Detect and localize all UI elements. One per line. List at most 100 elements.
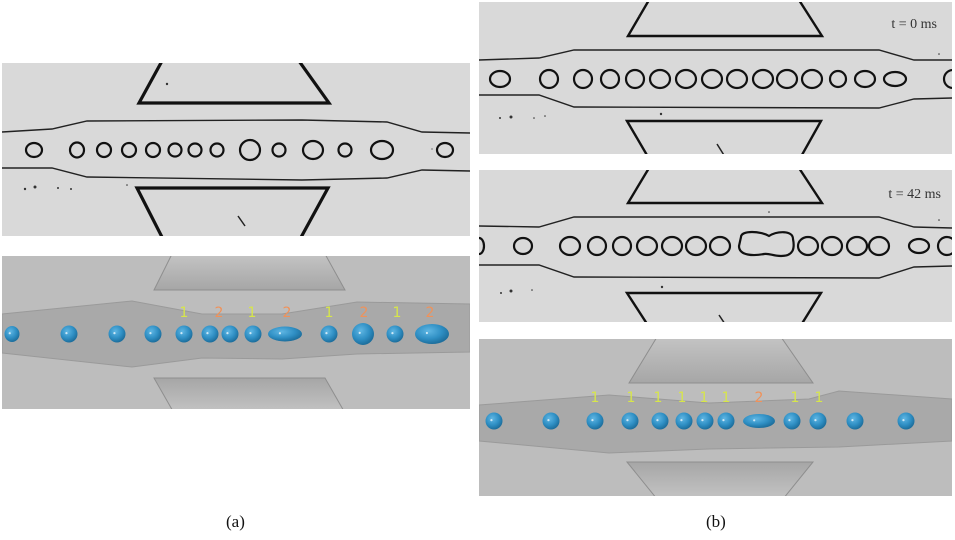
droplet bbox=[586, 235, 608, 257]
droplet-body bbox=[352, 323, 374, 345]
droplet-body bbox=[675, 412, 693, 430]
droplet-highlight bbox=[391, 332, 394, 335]
debris-speck bbox=[165, 82, 169, 86]
debris-speck bbox=[431, 148, 433, 150]
droplet bbox=[635, 235, 659, 257]
droplet bbox=[320, 325, 338, 343]
droplet bbox=[244, 325, 262, 343]
droplet bbox=[4, 326, 20, 342]
droplet bbox=[882, 70, 908, 88]
electrode-bottom bbox=[624, 291, 824, 322]
panel-a-experiment-image bbox=[2, 63, 470, 236]
droplet-group-label: 1 bbox=[654, 390, 663, 406]
droplet bbox=[415, 324, 449, 344]
droplet bbox=[209, 142, 225, 158]
droplet bbox=[538, 68, 560, 90]
debris-speck bbox=[638, 15, 640, 17]
droplet-body bbox=[651, 412, 669, 430]
droplet bbox=[187, 142, 203, 158]
channel-wall-bottom bbox=[479, 94, 952, 109]
droplet-body bbox=[60, 325, 78, 343]
droplet bbox=[775, 68, 799, 90]
droplet bbox=[717, 412, 735, 430]
debris-speck bbox=[509, 289, 513, 293]
droplet bbox=[120, 141, 138, 159]
droplet-highlight bbox=[226, 332, 229, 335]
droplet-group-label: 1 bbox=[722, 390, 731, 406]
droplet bbox=[108, 325, 126, 343]
droplet bbox=[845, 235, 869, 257]
droplet-body bbox=[175, 325, 193, 343]
droplet-body bbox=[809, 412, 827, 430]
droplet-group-label: 2 bbox=[215, 305, 224, 321]
droplet-body bbox=[221, 325, 239, 343]
time-label-t42: t = 42 ms bbox=[888, 187, 941, 202]
droplet-body bbox=[717, 412, 735, 430]
droplet-group-label: 1 bbox=[700, 390, 709, 406]
droplet-highlight bbox=[547, 419, 550, 422]
droplet bbox=[488, 69, 512, 89]
droplet-group-label: 1 bbox=[627, 390, 636, 406]
debris-speck bbox=[768, 211, 770, 213]
droplet bbox=[599, 68, 621, 90]
electrode-top bbox=[136, 63, 333, 105]
droplet bbox=[485, 412, 503, 430]
droplet-highlight bbox=[425, 331, 428, 335]
droplet-highlight bbox=[180, 332, 183, 335]
droplet-group-label: 1 bbox=[815, 390, 824, 406]
electrode-top bbox=[625, 2, 825, 38]
droplet-highlight bbox=[722, 419, 725, 422]
droplet-highlight bbox=[113, 332, 116, 335]
droplet-body bbox=[386, 325, 404, 343]
droplet-highlight bbox=[490, 419, 493, 422]
droplet bbox=[558, 235, 582, 257]
droplet-body bbox=[268, 326, 302, 342]
debris-speck bbox=[938, 53, 940, 55]
droplet-highlight bbox=[626, 419, 629, 422]
droplet bbox=[696, 412, 714, 430]
droplet-highlight bbox=[902, 419, 905, 422]
panel-b-frame-t42-image: t = 42 ms bbox=[479, 170, 952, 322]
droplet bbox=[611, 235, 633, 257]
droplet bbox=[936, 235, 952, 257]
droplet bbox=[867, 235, 891, 257]
scratch-mark bbox=[237, 215, 246, 227]
droplet bbox=[352, 323, 374, 345]
droplet-group-label: 1 bbox=[591, 390, 600, 406]
droplet bbox=[820, 235, 844, 257]
droplet bbox=[708, 235, 732, 257]
droplet-highlight bbox=[680, 419, 683, 422]
electrode-bottom bbox=[153, 377, 344, 409]
scratch-mark bbox=[718, 314, 725, 322]
droplet bbox=[95, 141, 113, 159]
droplet-body bbox=[4, 326, 20, 342]
droplet bbox=[479, 236, 486, 256]
droplet-group-label: 2 bbox=[426, 305, 435, 321]
droplet bbox=[751, 68, 775, 90]
droplet bbox=[800, 68, 824, 90]
droplet-group-label: 1 bbox=[325, 305, 334, 321]
droplet-highlight bbox=[149, 332, 152, 335]
droplet-highlight bbox=[358, 331, 361, 334]
droplet bbox=[853, 69, 877, 89]
droplet bbox=[586, 412, 604, 430]
droplet-highlight bbox=[788, 419, 791, 422]
droplet-body bbox=[201, 325, 219, 343]
droplet bbox=[386, 325, 404, 343]
droplet-group-label: 1 bbox=[678, 390, 687, 406]
droplet-highlight bbox=[753, 419, 756, 422]
droplet-body bbox=[542, 412, 560, 430]
droplet bbox=[221, 325, 239, 343]
droplet bbox=[201, 325, 219, 343]
droplet-highlight bbox=[206, 332, 209, 335]
droplet-body bbox=[897, 412, 915, 430]
droplet-highlight bbox=[851, 419, 854, 422]
droplet-body bbox=[621, 412, 639, 430]
droplet-highlight bbox=[701, 419, 704, 422]
droplet bbox=[828, 69, 848, 89]
droplet bbox=[175, 325, 193, 343]
